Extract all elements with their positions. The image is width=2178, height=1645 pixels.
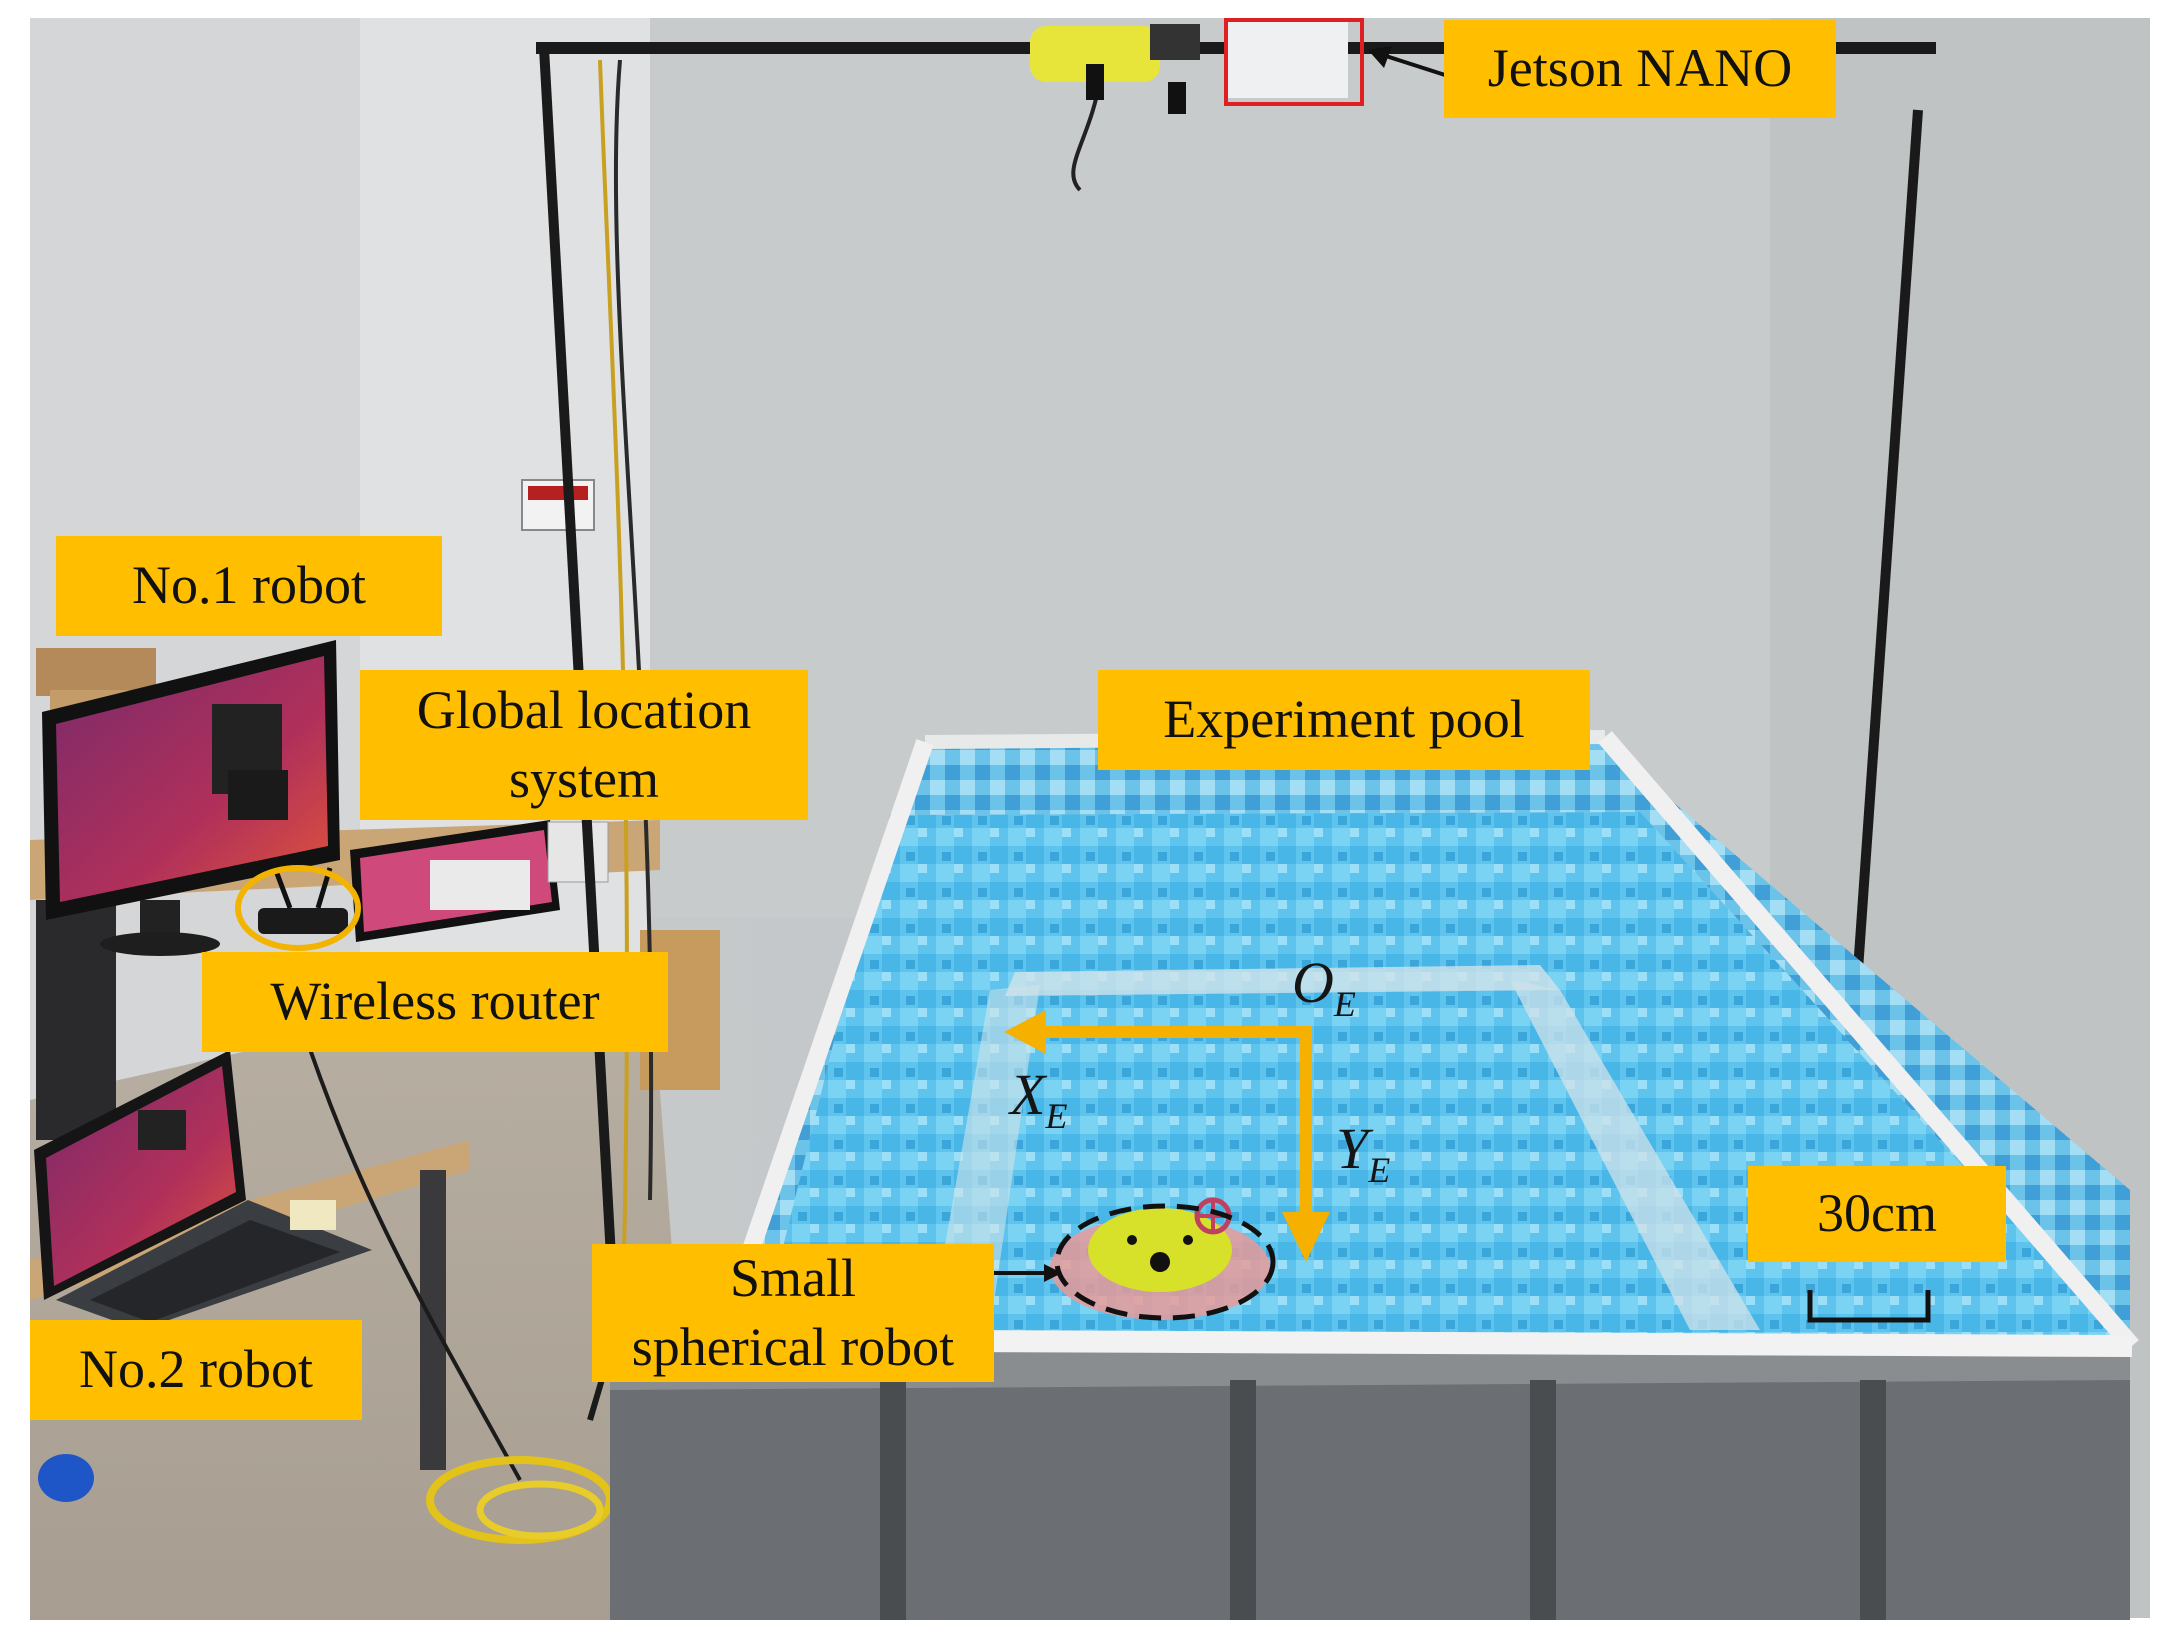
label-wireless-router: Wireless router — [202, 952, 668, 1052]
label-no2-robot: No.2 robot — [30, 1320, 362, 1420]
label-experiment-pool: Experiment pool — [1098, 670, 1590, 770]
axis-origin-label: OE — [1292, 950, 1356, 1024]
label-small-spherical-robot: Small spherical robot — [592, 1244, 994, 1382]
label-jetson-nano: Jetson NANO — [1444, 20, 1836, 118]
label-no1-robot: No.1 robot — [56, 536, 442, 636]
label-global-location-system: Global location system — [360, 670, 808, 820]
axis-x-label: XE — [1010, 1062, 1068, 1136]
label-scale-30cm: 30cm — [1748, 1166, 2006, 1262]
axis-y-label: YE — [1336, 1116, 1391, 1190]
